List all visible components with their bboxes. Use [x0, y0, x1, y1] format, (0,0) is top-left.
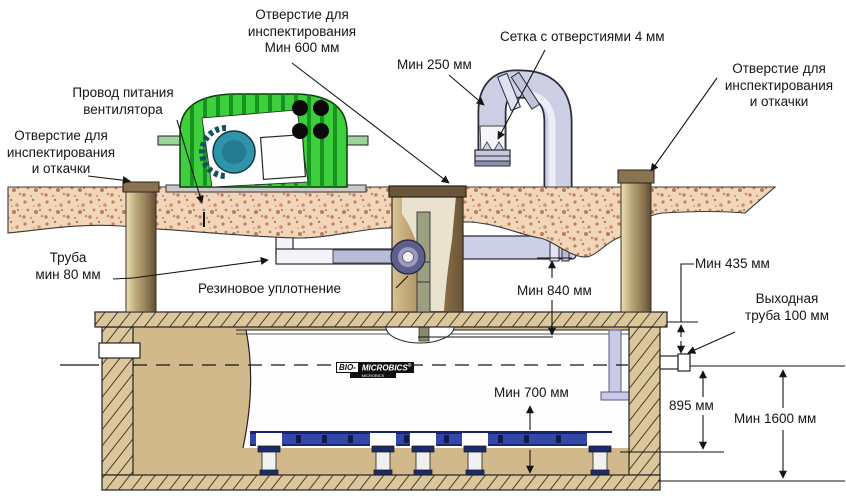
- right-riser: [617, 169, 655, 313]
- leader-fan-power: [176, 119, 204, 204]
- dimension-lines: [418, 257, 845, 482]
- outlet-pipe-graphic: [659, 353, 691, 372]
- left-riser: [122, 181, 160, 313]
- label-pipe-80mm: Труба мин 80 мм: [25, 250, 111, 283]
- media-bed: [250, 431, 613, 446]
- brand-logo-bio: BIO-: [336, 362, 359, 373]
- label-min-840: Мин 840 мм: [517, 283, 592, 300]
- center-riser: [388, 185, 467, 313]
- brand-logo-row: BIO- MICROBICS®: [336, 362, 436, 373]
- leader-mesh: [497, 49, 546, 140]
- label-min-250: Мин 250 мм: [397, 57, 472, 74]
- tank-right-wall: [628, 326, 661, 476]
- registered-mark: ®: [407, 363, 412, 369]
- label-line: инспектирования: [6, 144, 116, 160]
- label-line: Труба: [49, 250, 87, 265]
- label-895: 895 мм: [666, 398, 717, 415]
- label-line: Резиновое уплотнение: [198, 281, 342, 296]
- label-line: инспектирования: [247, 23, 357, 39]
- leader-outlet: [687, 331, 736, 354]
- support-legs: [257, 445, 612, 476]
- pipe-couplings: [496, 71, 541, 112]
- label-line: 895 мм: [669, 398, 714, 413]
- label-fan-power-cable: Провод питания вентилятора: [58, 85, 188, 118]
- label-line: мин 80 мм: [35, 266, 101, 282]
- blower-unit: [157, 93, 369, 193]
- vent-pipe-gooseneck: [474, 69, 573, 215]
- brand-logo: BIO- MICROBICS® MICROBICS: [336, 362, 436, 388]
- blower-motor: [199, 125, 307, 181]
- label-left-inspection-opening: Отверстие для инспектирования и откачки: [0, 128, 122, 178]
- tank-floor: [101, 474, 661, 491]
- label-rubber-seal: Резиновое уплотнение: [198, 281, 341, 298]
- label-line: Мин 840 мм: [517, 283, 592, 298]
- leader-pipe80-tick: [112, 277, 134, 280]
- blower-knobs: [292, 100, 329, 139]
- label-line: Отверстие для: [255, 7, 349, 22]
- label-line: Выходная: [755, 291, 819, 306]
- label-outlet-pipe: Выходная труба 100 мм: [726, 291, 846, 324]
- label-min-435: Мин 435 мм: [695, 256, 770, 273]
- label-line: Сетка с отверстиями 4 мм: [500, 29, 665, 44]
- tank-body: [60, 311, 691, 491]
- leader-pipe80: [132, 256, 269, 279]
- label-line: Провод питания: [72, 85, 174, 100]
- label-line: и откачки: [31, 161, 91, 176]
- label-line: Мин 700 мм: [494, 385, 569, 400]
- leader-min250: [448, 74, 485, 106]
- label-min-1600: Мин 1600 мм: [731, 411, 820, 428]
- label-right-inspection-opening: Отверстие для инспектирования и откачки: [710, 61, 846, 111]
- label-line: вентилятора: [83, 101, 163, 117]
- brand-logo-text: MICROBICS: [361, 363, 408, 373]
- label-line: и откачки: [749, 94, 809, 109]
- label-mesh-screen: Сетка с отверстиями 4 мм: [500, 29, 665, 46]
- air-supply-pipe: [275, 233, 399, 265]
- rubber-seal-graphic: [390, 239, 426, 275]
- label-line: Мин 435 мм: [695, 256, 770, 271]
- outlet-baffle: [600, 329, 632, 401]
- label-line: Отверстие для: [732, 61, 826, 76]
- leader-rubber-seal: [395, 275, 409, 289]
- inlet-pipe: [98, 342, 141, 359]
- label-top-inspection-opening: Отверстие для инспектирования Мин 600 мм: [212, 7, 392, 57]
- label-line: инспектирования: [724, 77, 834, 93]
- label-min-700: Мин 700 мм: [494, 385, 569, 402]
- brand-logo-microbics: MICROBICS®: [358, 362, 415, 373]
- leader-right-inspection: [650, 77, 718, 172]
- air-drop-tube-lower: [418, 326, 430, 342]
- label-line: Мин 1600 мм: [734, 411, 817, 426]
- label-line: труба 100 мм: [745, 307, 829, 323]
- label-line: Отверстие для: [14, 128, 108, 143]
- tank-lid: [94, 311, 668, 328]
- label-line: Мин 250 мм: [397, 57, 472, 72]
- brand-logo-subtext: MICROBICS: [350, 373, 396, 378]
- treatment-insert: [236, 329, 629, 449]
- leader-top-inspection: [291, 62, 450, 184]
- leader-lines: [87, 49, 736, 354]
- leader-left-inspection: [87, 175, 131, 185]
- label-line: Мин 600 мм: [264, 40, 340, 55]
